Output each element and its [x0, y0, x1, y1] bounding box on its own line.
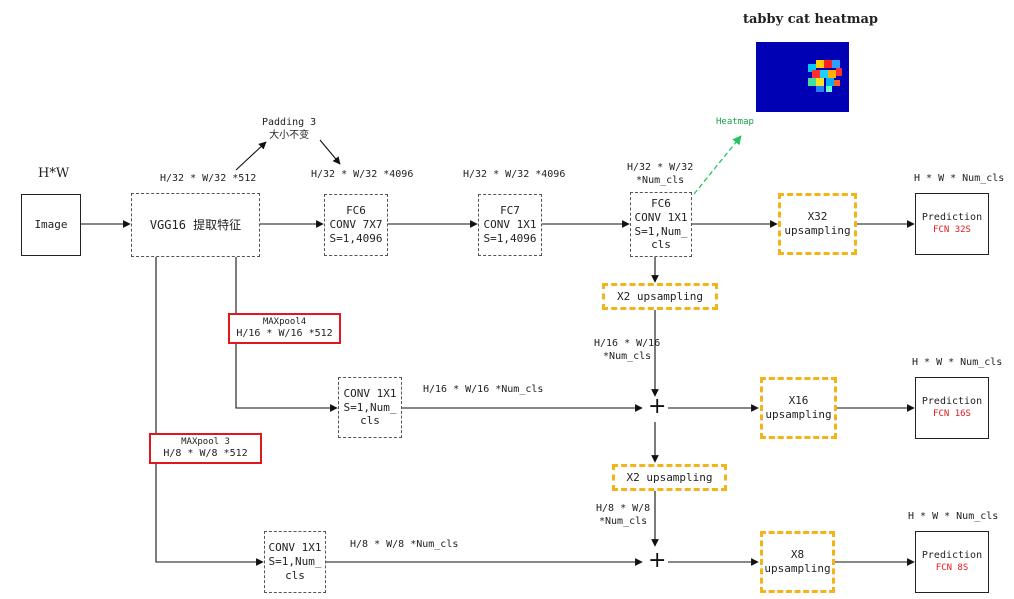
conv3-line2: S=1,Num_: [268, 555, 322, 569]
heatmap-title: tabby cat heatmap: [743, 12, 878, 27]
fc7-shape-label: H/32 * W/32 *4096: [463, 169, 566, 180]
arrow-padding-down: [319, 139, 341, 165]
fc7-line1: FC7: [500, 204, 520, 218]
fc6b-shape1: H/32 * W/32: [627, 162, 694, 173]
fc6b-shape2: *Num_cls: [636, 174, 685, 186]
fc7-box: FC7 CONV 1X1 S=1,4096: [478, 194, 542, 256]
up32-line1: X32: [807, 210, 828, 224]
pred32-sub: FCN 32S: [933, 224, 971, 235]
pred16-shape-label: H * W * Num_cls: [912, 357, 1003, 368]
vgg-box: VGG16 提取特征: [131, 193, 260, 257]
conv4-shape-label: H/16 * W/16 *Num_cls: [423, 384, 544, 395]
pred8-shape-label: H * W * Num_cls: [908, 511, 999, 522]
up2b-shape-label: H/8 * W/8 *Num_cls: [596, 503, 650, 528]
image-box-label: Image: [34, 218, 68, 232]
conv3-line3: cls: [285, 568, 305, 582]
fc6-line1: FC6: [346, 204, 366, 218]
conv3-line1: CONV 1X1: [268, 541, 322, 555]
fc6b-line3: S=1,Num_: [634, 224, 688, 238]
padding-line2: 大小不变: [269, 129, 310, 141]
up2a-box: X2 upsampling: [602, 283, 718, 310]
fc6b-line2: CONV 1X1: [634, 210, 688, 224]
up2a-shape1: H/16 * W/16: [594, 338, 661, 349]
up16-box: X16 upsampling: [760, 377, 837, 439]
up16-line2: upsampling: [765, 408, 832, 421]
fc7-line3: S=1,4096: [483, 231, 537, 245]
fc6b-line4: cls: [651, 238, 671, 252]
maxpool4-line1: MAXpool4: [262, 316, 307, 327]
fc6b-line1: FC6: [651, 197, 671, 210]
arrow-padding-up: [235, 141, 267, 171]
heatmap-arrow-label: Heatmap: [716, 117, 754, 127]
vgg-box-label: VGG16 提取特征: [149, 217, 242, 232]
pred32-label: Prediction: [921, 212, 983, 224]
up8-line2: upsampling: [764, 562, 831, 575]
pred8-label: Prediction: [921, 550, 983, 562]
fc6b-shape-label: H/32 * W/32 *Num_cls: [627, 162, 693, 187]
pred32-box: Prediction FCN 32S: [915, 193, 989, 255]
conv4-box: CONV 1X1 S=1,Num_ cls: [338, 377, 402, 438]
maxpool4-box: MAXpool4 H/16 * W/16 *512: [228, 313, 341, 344]
arrow-vgg-to-conv4: [235, 257, 338, 412]
padding-line1: Padding 3: [262, 117, 317, 128]
pred8-box: Prediction FCN 8S: [915, 531, 989, 593]
heatmap-arrow: [693, 135, 742, 195]
maxpool3-line2: H/8 * W/8 *512: [163, 447, 248, 459]
sum16-symbol: +: [648, 394, 667, 419]
up8-box: X8 upsampling: [760, 531, 835, 593]
maxpool4-line2: H/16 * W/16 *512: [236, 327, 333, 339]
heatmap-image: [756, 42, 849, 112]
arrow-vgg-to-conv3: [155, 257, 264, 566]
up2a-label: X2 upsampling: [616, 289, 704, 303]
pred16-sub: FCN 16S: [933, 408, 971, 419]
conv4-line3: cls: [360, 414, 380, 428]
fc7-line2: CONV 1X1: [483, 218, 537, 232]
up16-line1: X16: [788, 394, 809, 408]
padding-note: Padding 3 大小不变: [262, 117, 316, 142]
up2b-shape1: H/8 * W/8: [596, 503, 651, 514]
fc6-box: FC6 CONV 7X7 S=1,4096: [324, 194, 388, 256]
up32-box: X32 upsampling: [778, 193, 857, 255]
conv4-line2: S=1,Num_: [343, 400, 397, 414]
pred16-box: Prediction FCN 16S: [915, 377, 989, 439]
pred32-shape-label: H * W * Num_cls: [914, 173, 1005, 184]
vgg-shape-label: H/32 * W/32 *512: [160, 173, 257, 184]
conv3-box: CONV 1X1 S=1,Num_ cls: [264, 531, 326, 593]
fc6b-box: FC6 CONV 1X1 S=1,Num_ cls: [630, 192, 692, 257]
up8-line1: X8: [790, 548, 805, 562]
maxpool3-box: MAXpool 3 H/8 * W/8 *512: [149, 433, 262, 464]
input-size-label: H*W: [38, 166, 70, 181]
fc6-line3: S=1,4096: [329, 231, 383, 245]
fc6-line2: CONV 7X7: [329, 218, 383, 232]
up2a-shape2: *Num_cls: [603, 350, 652, 362]
conv3-shape-label: H/8 * W/8 *Num_cls: [350, 539, 459, 550]
conv4-line1: CONV 1X1: [343, 386, 397, 400]
pred16-label: Prediction: [921, 396, 983, 408]
up2b-box: X2 upsampling: [612, 464, 727, 491]
fc6-shape-label: H/32 * W/32 *4096: [311, 169, 414, 180]
image-box: Image: [21, 194, 81, 256]
maxpool3-line1: MAXpool 3: [181, 436, 230, 447]
up2b-shape2: *Num_cls: [599, 515, 648, 527]
up2a-shape-label: H/16 * W/16 *Num_cls: [594, 338, 660, 363]
sum8-symbol: +: [648, 548, 667, 573]
pred8-sub: FCN 8S: [935, 562, 969, 573]
up32-line2: upsampling: [784, 224, 851, 237]
up2b-label: X2 upsampling: [626, 470, 713, 484]
